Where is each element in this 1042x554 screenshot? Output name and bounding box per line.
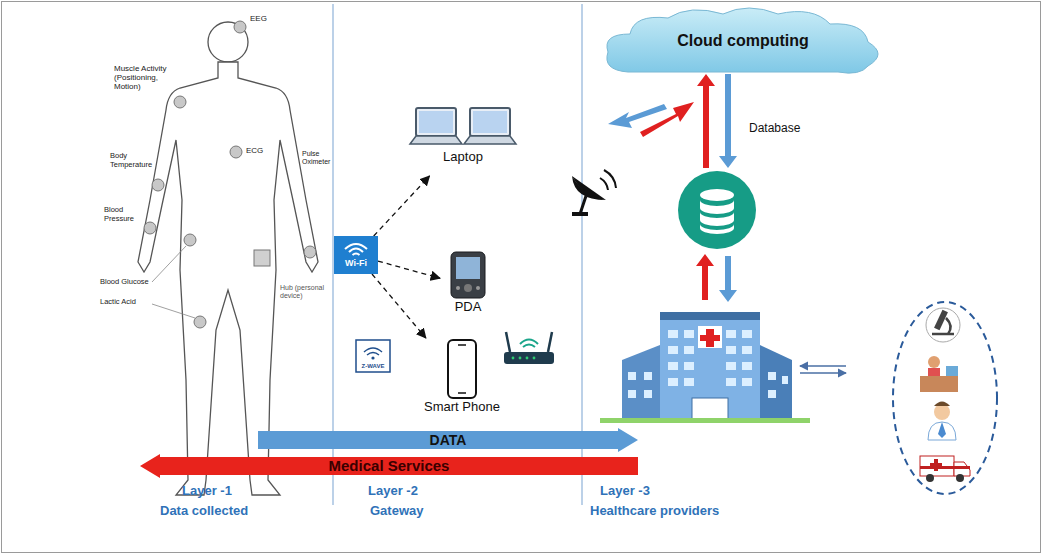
- sensor-label: Lactic Acid: [100, 298, 150, 307]
- transfer-arrows: [608, 102, 694, 137]
- zwave-label: Z-WAVE: [357, 363, 389, 370]
- sensor-label: Pulse Oximeter: [302, 150, 332, 166]
- node-text: Laptop: [443, 150, 483, 165]
- sensor-label: EEG: [250, 14, 290, 23]
- pda-icon: [447, 250, 489, 300]
- ambulance-icon: [920, 456, 970, 482]
- staff-group: [893, 302, 997, 494]
- sensor-label: Blood Glucose: [100, 278, 152, 287]
- node-text: Database: [749, 122, 800, 136]
- sensor-label: Muscle Activity (Positioning, Motion): [114, 64, 172, 92]
- router-icon: [504, 332, 554, 364]
- zwave-icon: [356, 340, 390, 372]
- wifi-box: Wi-Fi: [334, 236, 378, 274]
- sensor-label: Body Temperature: [110, 152, 152, 169]
- sensor-label: Hub (personal device): [280, 284, 330, 300]
- node-text: DATA: [430, 432, 467, 448]
- layer-label: Layer -2: [368, 484, 448, 499]
- database-icon: [677, 170, 757, 250]
- satellite-dish: [572, 170, 616, 216]
- sensor-label: Blood Pressure: [104, 206, 144, 223]
- layer-label: Data collected: [160, 504, 290, 519]
- node-text: PDA: [455, 300, 482, 315]
- leader-lines: [152, 246, 195, 318]
- layer-label: Gateway: [370, 504, 450, 519]
- layer-label: Layer -1: [182, 484, 262, 499]
- wifi-waves: [342, 242, 370, 258]
- desk-person-icon: [920, 356, 958, 392]
- laptop-icon: [408, 104, 518, 150]
- node-text: Smart Phone: [424, 400, 500, 415]
- layer-label: Layer -3: [600, 484, 690, 499]
- services-band: Medical Services: [140, 454, 638, 478]
- data-band: DATA: [258, 428, 638, 452]
- connector: [697, 74, 737, 168]
- db-hospital-arrows: [696, 254, 737, 302]
- node-text: Cloud computing: [677, 32, 809, 50]
- microscope-icon: [926, 308, 960, 342]
- connector: [372, 274, 426, 338]
- layer-label: Healthcare providers: [590, 504, 770, 519]
- node-text: Wi-Fi: [345, 258, 367, 268]
- smartphone-icon: [445, 338, 479, 400]
- smartphone-device: Smart Phone: [412, 338, 512, 424]
- sensor-dots: [144, 21, 316, 328]
- hospital-building: [600, 312, 810, 423]
- connector: [374, 176, 430, 236]
- staff-links: [800, 366, 846, 373]
- laptop-device: Laptop: [404, 104, 522, 176]
- sensor-label: ECG: [246, 146, 276, 155]
- pda-device: PDA: [440, 250, 496, 322]
- node-text: Medical Services: [329, 457, 450, 474]
- layer-divider: [581, 4, 582, 505]
- human-body: [138, 22, 318, 495]
- cloud-node: Cloud computing: [598, 4, 888, 78]
- doctor-icon: [928, 402, 956, 441]
- database-node: Database: [677, 170, 757, 250]
- connector: [378, 261, 440, 278]
